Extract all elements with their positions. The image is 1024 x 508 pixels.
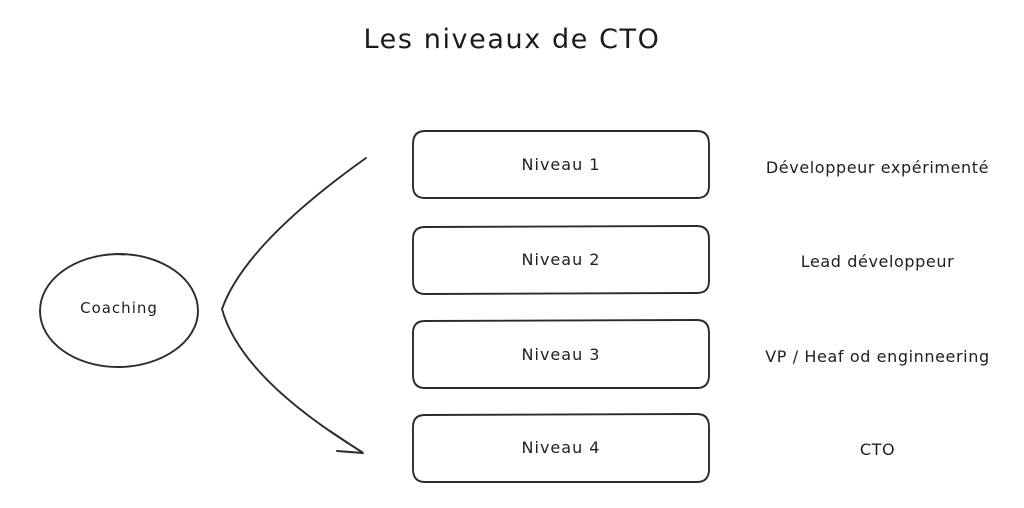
level-description-2: Lead développeur xyxy=(800,252,955,271)
coaching-node-label: Coaching xyxy=(80,299,158,317)
level-box-1-shape xyxy=(412,130,710,199)
level-box-3-shape xyxy=(412,319,710,389)
level-box-label-2: Niveau 2 xyxy=(521,250,601,269)
level-description-1: Développeur expérimenté xyxy=(765,158,990,177)
level-box-label-1: Niveau 1 xyxy=(521,155,601,174)
level-box-2-shape xyxy=(412,225,710,295)
level-box-label-4: Niveau 4 xyxy=(521,438,601,457)
level-description-3: VP / Heaf od enginneering xyxy=(765,347,990,366)
page-title: Les niveaux de CTO xyxy=(363,24,661,55)
curved-arrow-shaft xyxy=(221,157,367,453)
curved-arrow-head xyxy=(329,430,364,454)
level-description-4: CTO xyxy=(859,440,896,459)
level-box-label-3: Niveau 3 xyxy=(521,345,601,364)
coaching-ellipse-shape xyxy=(39,253,199,368)
level-box-4-shape xyxy=(412,413,710,483)
